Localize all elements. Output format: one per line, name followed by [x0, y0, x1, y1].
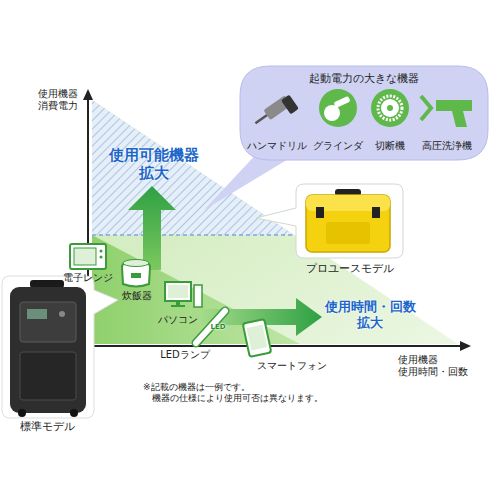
standard-model-case	[20, 352, 76, 400]
cutter-icon	[381, 99, 399, 117]
cutter-icon	[371, 89, 409, 127]
rice-cooker-icon	[122, 260, 150, 287]
microwave-icon	[100, 256, 103, 259]
footnote: ※記載の機器は一例です。 機器の仕様により使用可否は異なります。	[143, 382, 352, 404]
grinder-icon	[333, 96, 350, 108]
pro-model-case	[306, 195, 390, 252]
arrow-caption: 使用時間・回数 拡大	[320, 299, 420, 330]
standard-usage-triangle	[92, 235, 300, 344]
node-shape	[240, 66, 488, 160]
pressure-washer-icon	[436, 100, 472, 127]
hammer-drill-icon	[263, 95, 291, 120]
dashed-boundary	[92, 234, 294, 236]
computer-icon	[165, 282, 191, 301]
pro-model-case	[335, 189, 361, 196]
model-callout: プロユースモデル	[248, 180, 408, 280]
rice-cooker-icon	[122, 261, 150, 287]
grinder-icon	[324, 105, 340, 121]
cutter-icon	[371, 89, 409, 127]
category-callout: 起動電力の大きな機器ハンマドリルグラインダ切断機高圧洗浄機	[240, 66, 488, 160]
cutter-icon	[378, 96, 402, 120]
standard-model-case	[18, 409, 26, 417]
rice-cooker-icon	[131, 273, 141, 278]
standard-model-case	[59, 311, 65, 317]
microwave-icon	[70, 244, 106, 269]
smartphone-icon	[243, 319, 272, 357]
standard-model-case	[70, 409, 78, 417]
x-axis	[88, 345, 462, 347]
pro-model-case	[372, 207, 380, 218]
microwave-icon	[70, 244, 106, 269]
pro-model-case	[306, 195, 390, 211]
axis-title: 使用機器 使用時間・回数	[398, 354, 476, 378]
device-name: LEDランプ	[150, 349, 220, 361]
hammer-drill-icon	[255, 114, 268, 123]
microwave-icon	[100, 250, 103, 253]
device-name: 炊飯器	[112, 290, 162, 302]
computer-icon	[165, 282, 202, 307]
grinder-icon	[319, 89, 357, 127]
hammer-drill-icon	[252, 93, 299, 134]
hammer-drill-icon	[252, 93, 299, 134]
standard-model-case	[20, 302, 76, 342]
model-name: プロユースモデル	[296, 262, 403, 275]
cutter-icon	[387, 105, 393, 111]
rice-cooker-icon	[123, 260, 149, 267]
model-callout: 標準モデル	[0, 270, 120, 440]
computer-icon	[194, 285, 202, 307]
tool-tile: 切断機	[360, 88, 420, 154]
computer-icon	[171, 305, 185, 307]
x-axis-head	[460, 341, 471, 351]
tool-tile: 高圧洗浄機	[417, 88, 477, 154]
standard-model-case	[27, 309, 47, 319]
pro-model-case	[316, 207, 324, 218]
tool-name: 高圧洗浄機	[411, 140, 483, 152]
pressure-washer-icon	[421, 96, 431, 120]
standard-model-case	[30, 280, 64, 288]
callout-heading: 起動電力の大きな機器	[240, 72, 488, 85]
microwave-icon	[74, 248, 96, 265]
node-outline	[0, 270, 120, 440]
tool-name: ハンマドリル	[241, 140, 313, 152]
device-name: スマートフォン	[252, 360, 332, 372]
hammer-drill-icon	[281, 95, 299, 115]
standard-model-case	[10, 280, 86, 417]
lamp-marking: LED	[206, 323, 230, 331]
standard-model-case	[10, 287, 86, 413]
pro-model-case	[306, 189, 390, 252]
tool-tile: ハンマドリル	[247, 88, 307, 154]
vertical-arrow	[128, 186, 176, 270]
smartphone-icon	[247, 325, 267, 351]
node-shape	[256, 184, 403, 258]
horizontal-arrow	[200, 298, 322, 336]
grinder-icon	[319, 89, 357, 127]
device-name: 電子レンジ	[57, 272, 119, 284]
computer-icon	[168, 285, 188, 298]
pressure-washer-icon	[421, 96, 472, 127]
tool-name: 切断機	[354, 140, 426, 152]
pro-model-case	[326, 222, 370, 244]
arrow-caption: 使用可能機器 拡大	[98, 146, 210, 182]
node-shape	[2, 276, 118, 418]
model-name: 標準モデル	[0, 420, 94, 433]
device-name: パソコン	[153, 314, 203, 326]
tool-tile: グラインダ	[308, 88, 368, 154]
smartphone-icon	[243, 319, 272, 357]
axis-title: 使用機器 消費電力	[33, 88, 83, 112]
y-axis-head	[83, 89, 93, 100]
tool-name: グラインダ	[302, 140, 374, 152]
computer-icon	[176, 301, 180, 305]
